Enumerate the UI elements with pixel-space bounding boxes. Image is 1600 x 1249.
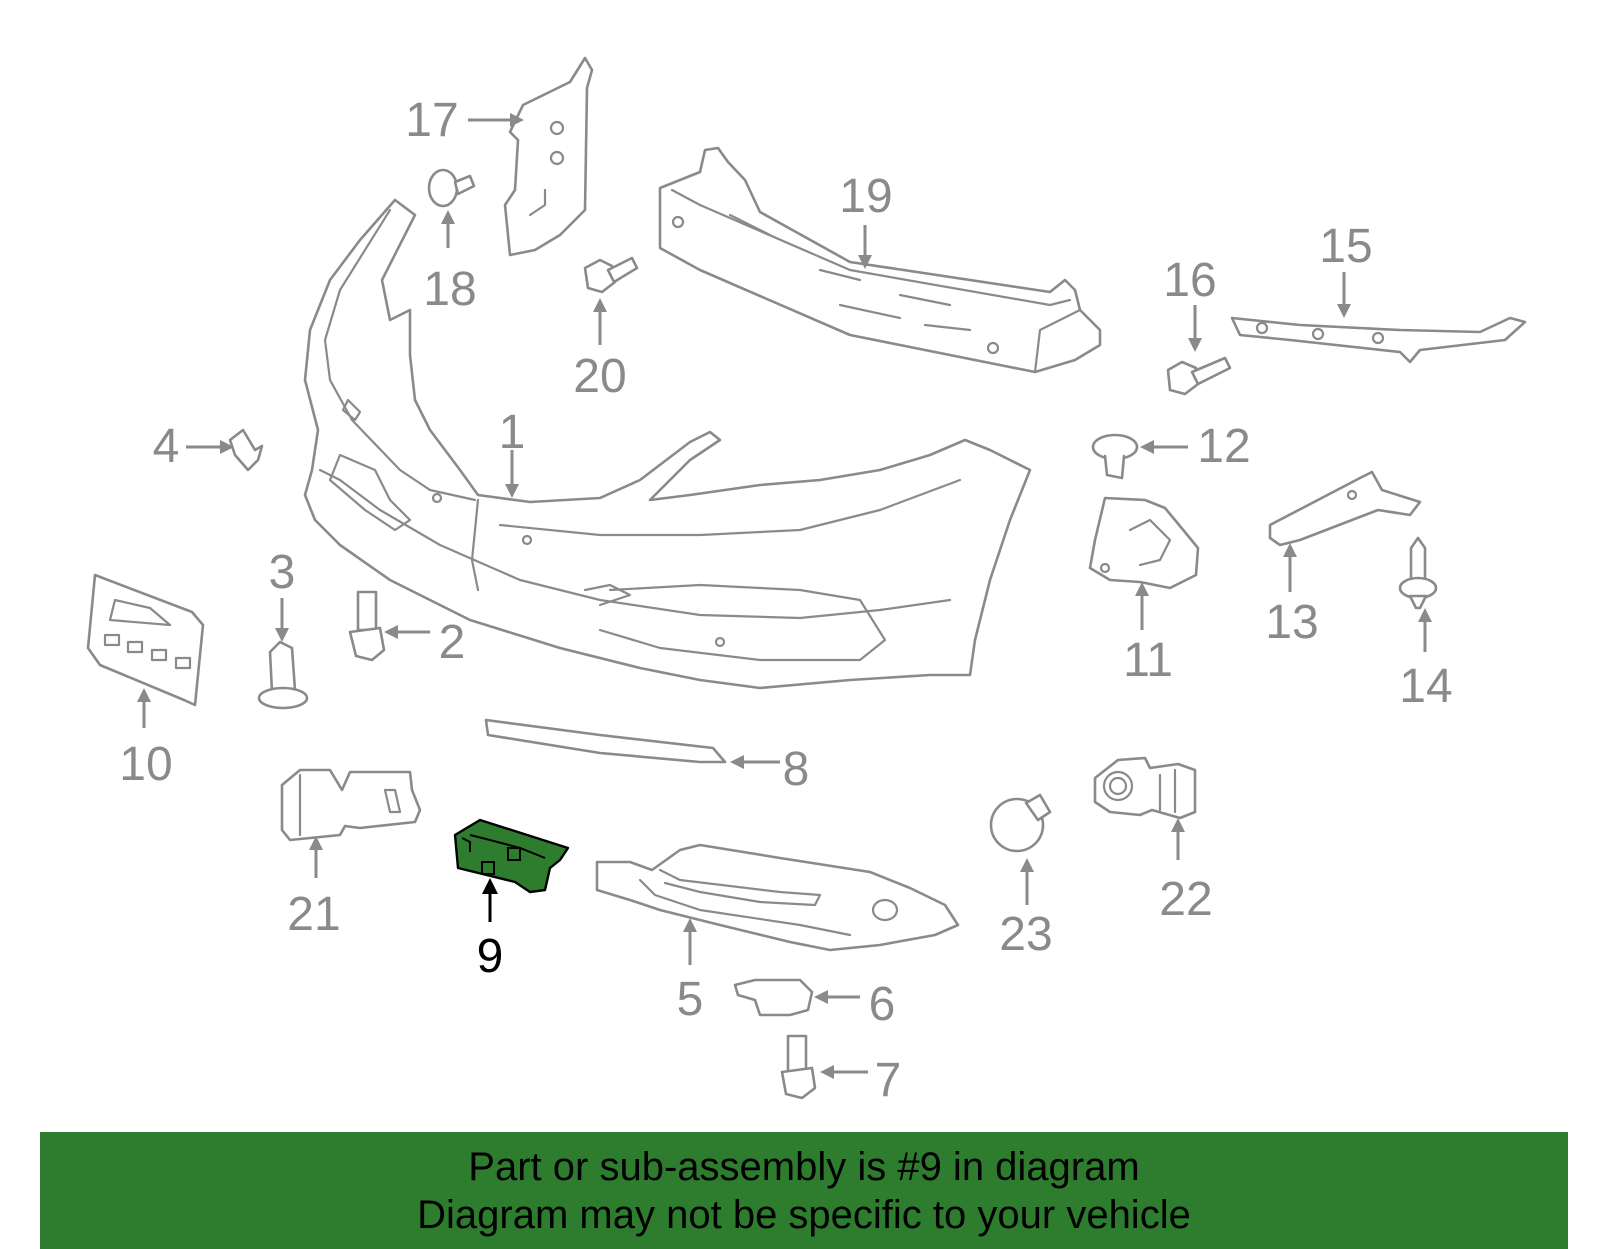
callout-9: 9	[477, 930, 504, 983]
callout-5: 5	[677, 973, 704, 1026]
callout-6: 6	[869, 978, 896, 1031]
callout-23: 23	[999, 908, 1052, 961]
part-23-sensor-cover[interactable]	[989, 793, 1052, 853]
callout-19: 19	[839, 170, 892, 223]
callout-7: 7	[875, 1054, 902, 1107]
callout-12: 12	[1197, 420, 1250, 473]
callout-21: 21	[287, 888, 340, 941]
part-18-clip[interactable]	[427, 168, 476, 208]
footer-line-part-info: Part or sub-assembly is #9 in diagram	[468, 1145, 1140, 1189]
callout-1: 1	[499, 406, 526, 459]
callout-15: 15	[1319, 220, 1372, 273]
callout-14: 14	[1399, 660, 1452, 713]
part-15-bracket[interactable]	[1230, 316, 1527, 364]
callout-8: 8	[783, 743, 810, 796]
part-21-bracket[interactable]	[280, 768, 422, 842]
part-1-bumper-cover[interactable]	[303, 198, 1032, 690]
callout-17: 17	[405, 94, 458, 147]
footer-line-disclaimer: Diagram may not be specific to your vehi…	[417, 1193, 1191, 1237]
part-11-bracket[interactable]	[1088, 496, 1200, 590]
part-17-bracket[interactable]	[503, 56, 594, 257]
part-16-bolt[interactable]	[1166, 356, 1232, 396]
callout-22: 22	[1159, 873, 1212, 926]
part-8-molding[interactable]	[484, 718, 727, 764]
part-6-clip[interactable]	[733, 978, 814, 1017]
callout-2: 2	[439, 616, 466, 669]
part-10-license-bracket[interactable]	[86, 573, 205, 707]
part-4-clip[interactable]	[228, 428, 264, 472]
callout-4: 4	[153, 420, 180, 473]
callout-16: 16	[1163, 254, 1216, 307]
footer-banner: Part or sub-assembly is #9 in diagram Di…	[40, 1132, 1568, 1249]
part-3-retainer[interactable]	[257, 640, 309, 710]
callout-labels: 1 2 3 4 5 6 7 8 9 10 11 12 13 14 15 16 1…	[119, 94, 1452, 1107]
part-7-bolt[interactable]	[780, 1034, 817, 1100]
callout-10: 10	[119, 738, 172, 791]
callout-18: 18	[423, 263, 476, 316]
part-12-clip[interactable]	[1091, 433, 1139, 480]
part-20-bolt[interactable]	[583, 256, 639, 294]
leader-lines	[137, 113, 1432, 1079]
callout-20: 20	[573, 350, 626, 403]
callout-3: 3	[269, 546, 296, 599]
callout-13: 13	[1265, 596, 1318, 649]
callout-11: 11	[1123, 634, 1173, 687]
part-2-bolt[interactable]	[348, 590, 386, 662]
part-14-pin[interactable]	[1398, 536, 1438, 610]
part-5-lower-grille[interactable]	[595, 843, 960, 952]
part-22-parking-sensor[interactable]	[1093, 756, 1197, 820]
part-9-bracket-highlighted[interactable]	[453, 818, 570, 894]
part-19-reinforcement[interactable]	[658, 146, 1102, 374]
part-13-bracket[interactable]	[1268, 470, 1422, 547]
